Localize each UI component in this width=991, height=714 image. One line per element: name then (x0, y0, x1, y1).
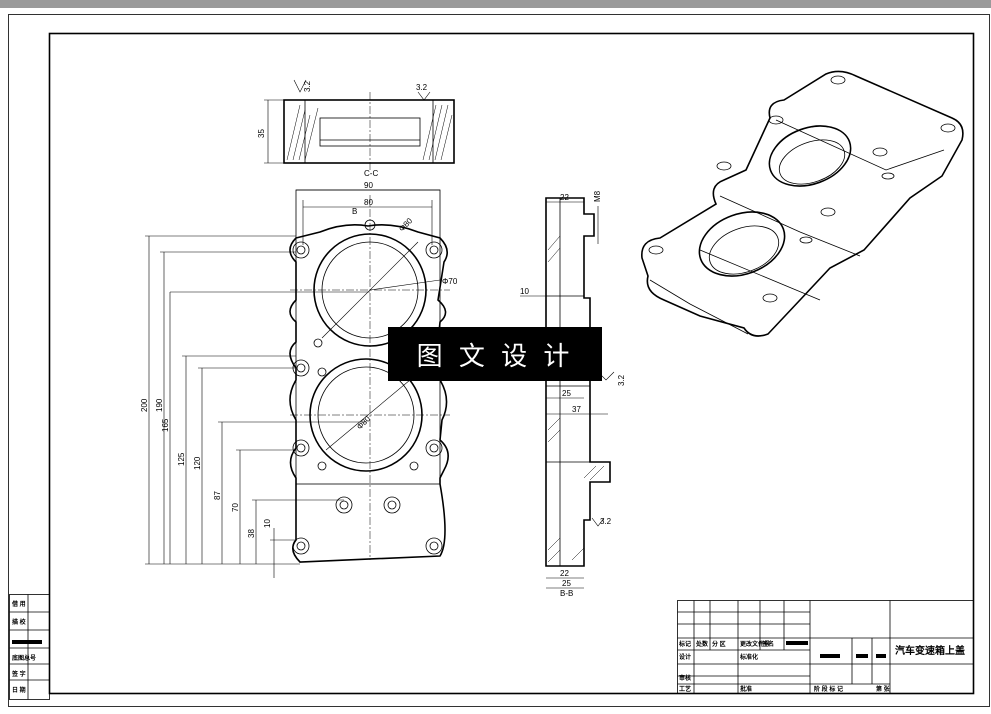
drawing-title: 汽车变速箱上盖 (895, 644, 965, 657)
dim-190: 190 (155, 398, 164, 412)
dim-37: 37 (572, 405, 581, 414)
top-view: 35 3.2 3.2 C-C (257, 79, 455, 178)
tb-label-sign: 签名 (761, 640, 774, 648)
inner-frame (48, 32, 975, 695)
dim-35: 35 (257, 129, 266, 138)
dim-70: 70 (231, 503, 240, 512)
isometric-view (641, 70, 964, 337)
section-label-bb: B-B (560, 589, 573, 598)
front-view: Φ80 Φ80 Φ70 90 80 B 200 190 165 125 120 (140, 181, 458, 578)
dim-80: 80 (364, 198, 373, 207)
tb-label-zone: 分 区 (712, 640, 726, 648)
roughness-mid: 3.2 (617, 374, 626, 386)
thread-m8: M8 (593, 190, 602, 202)
window-top-bar (0, 0, 991, 8)
dim-125: 125 (177, 452, 186, 466)
roughness-top-left: 3.2 (303, 80, 312, 92)
title-block: 标记 处数 分 区 更改文件号 签名 设计 标准化 审核 工艺 批准 阶 段 标… (677, 600, 974, 694)
tb-label-sheet: 第 张 (875, 685, 891, 693)
tb-label-stage: 阶 段 标 记 (814, 685, 843, 693)
tb-label-approve: 批准 (740, 685, 752, 693)
left-strip-table: 借 用 描 校 底图总号 签 字 日 期 (9, 594, 50, 700)
tb-label-standard: 标准化 (739, 653, 758, 661)
dia-upper-outer: Φ70 (442, 277, 458, 286)
strip-label-5: 签 字 (11, 670, 26, 678)
side-view: 22 M8 10 25 37 22 25 B-B 3.2 3.2 (520, 190, 626, 598)
roughness-top-right: 3.2 (416, 83, 428, 92)
strip-label-2: 描 校 (12, 618, 27, 626)
dim-165: 165 (161, 418, 170, 432)
tb-label-count: 处数 (695, 640, 709, 648)
strip-label-4: 底图总号 (12, 654, 36, 662)
tb-label-design: 设计 (679, 653, 691, 661)
dim-10: 10 (263, 519, 272, 528)
strip-label-1: 借 用 (11, 600, 26, 608)
tb-label-change: 更改文件号 (740, 640, 770, 648)
strip-label-6: 日 期 (12, 686, 26, 694)
tb-label-process: 工艺 (679, 685, 691, 693)
dim-10-side: 10 (520, 287, 529, 296)
dia-upper: Φ80 (397, 216, 415, 234)
section-mark-b: B (352, 207, 357, 216)
watermark-banner: 图 文 设 计 (388, 327, 602, 381)
dim-120: 120 (193, 456, 202, 470)
roughness-low: 3.2 (600, 517, 612, 526)
tb-label-review: 审核 (679, 674, 691, 682)
dim-90: 90 (364, 181, 373, 190)
dim-25-upper: 25 (562, 389, 571, 398)
tb-label-mark: 标记 (678, 640, 691, 648)
outer-border (8, 14, 990, 707)
dim-22-bottom: 22 (560, 569, 569, 578)
section-label-cc: C-C (364, 169, 378, 178)
dim-22-top: 22 (560, 193, 569, 202)
dim-200: 200 (140, 398, 149, 412)
dim-87: 87 (213, 491, 222, 500)
dim-38: 38 (247, 529, 256, 538)
dim-25-bottom: 25 (562, 579, 571, 588)
watermark-text: 图 文 设 计 (416, 341, 574, 372)
